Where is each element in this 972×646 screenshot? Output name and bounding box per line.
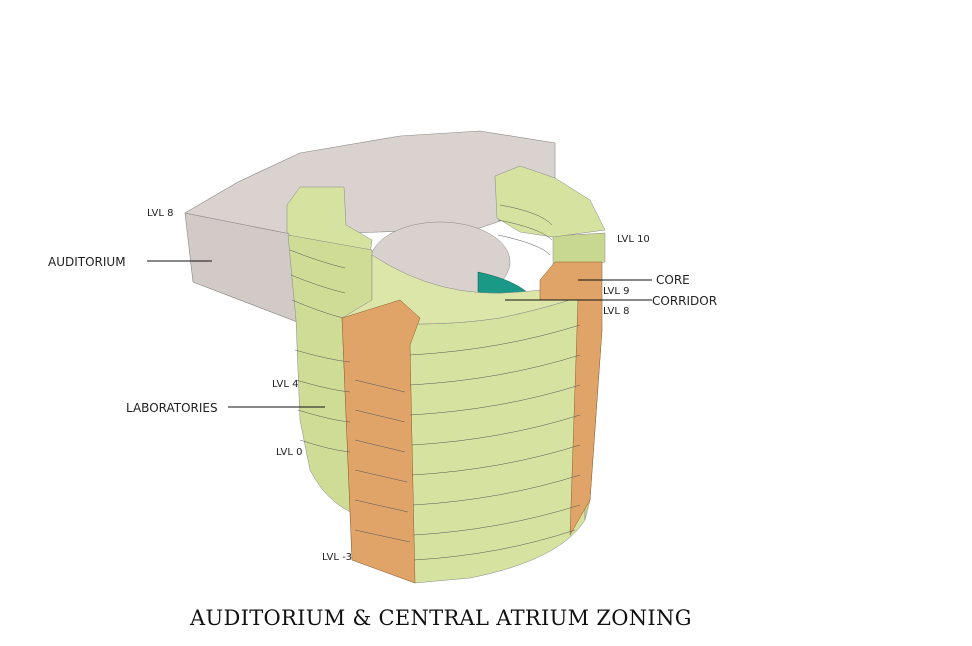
floor-line [499,204,553,226]
label-lvl4: LVL 4 [272,379,298,390]
label-auditorium: AUDITORIUM [48,255,126,269]
floor-line [497,219,553,241]
floor-line [411,414,581,446]
label-lvl9: LVL 9 [603,286,629,297]
diagram-title: AUDITORIUM & CENTRAL ATRIUM ZONING [189,606,692,630]
floor-line [354,529,411,543]
floor-line [299,439,351,453]
floor-line [354,379,406,393]
laboratories-back-tower [494,165,606,269]
core-front-shaft [341,299,421,584]
floor-line [354,409,406,423]
label-corridor: CORRIDOR [652,294,717,308]
leader-lines [147,260,652,408]
label-core: CORE [656,273,690,287]
label-laboratories: LABORATORIES [126,401,218,415]
floor-line [413,529,576,561]
floor-lines [289,204,581,561]
core-volume [341,261,603,584]
floor-line [294,349,351,363]
floor-line [354,469,408,483]
floor-line [413,504,581,536]
floor-line [409,324,581,356]
floor-line [411,444,581,476]
tower-back-top [494,165,606,238]
floor-line [409,384,581,416]
floor-line [291,299,344,319]
floor-line [497,234,551,256]
tower-back-right-face [552,232,606,269]
label-lvl10: LVL 10 [617,234,650,245]
floor-line [290,274,346,294]
floor-line [289,249,346,269]
floor-line [354,499,409,513]
floor-line [354,439,406,453]
floor-line [295,379,351,393]
label-lvl-minus3: LVL -3 [322,552,352,563]
label-lvl0: LVL 0 [276,447,302,458]
floor-line [409,354,581,386]
label-lvl8-left: LVL 8 [147,208,173,219]
label-lvl8-right: LVL 8 [603,306,629,317]
floor-line [412,474,581,506]
floor-line [297,409,351,423]
